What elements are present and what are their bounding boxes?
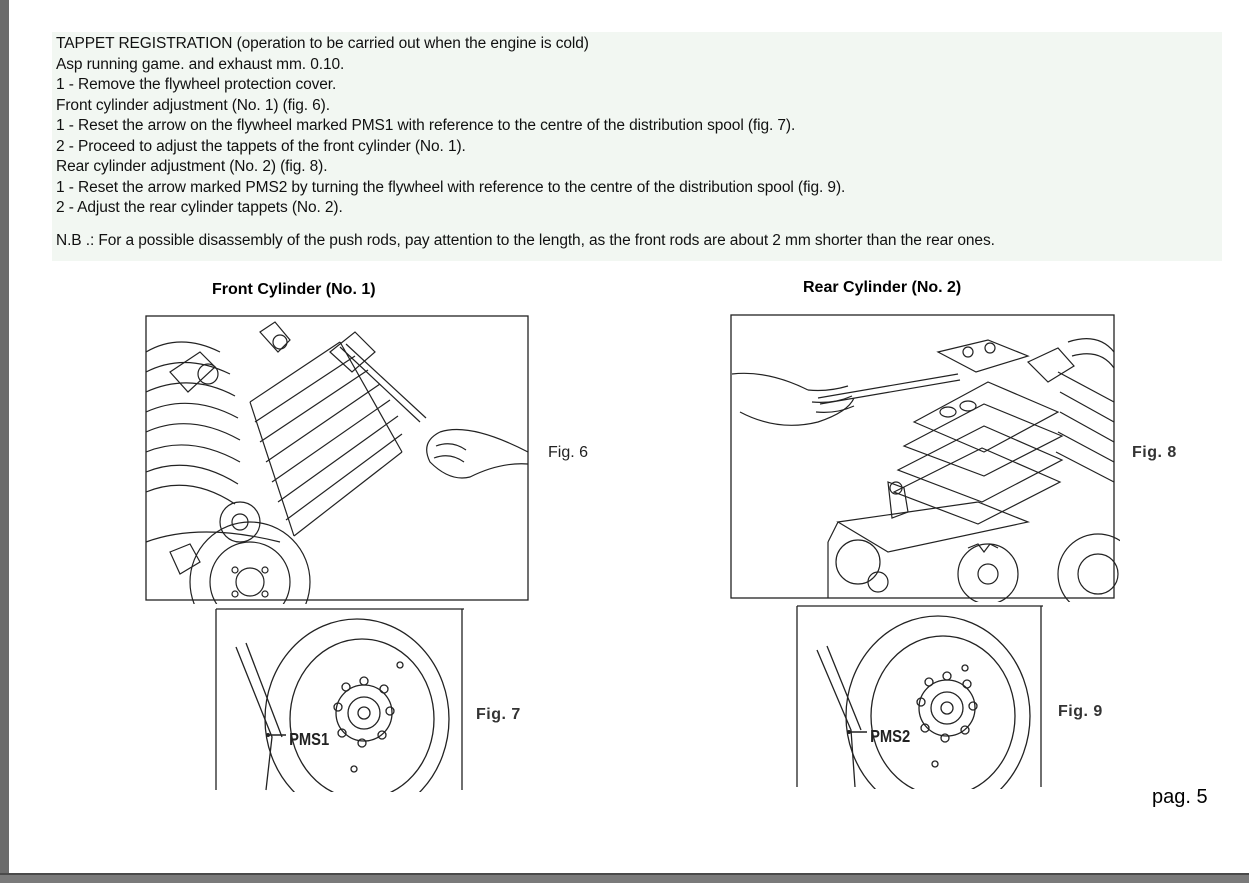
paragraph-line: 2 - Proceed to adjust the tappets of the… — [56, 137, 466, 155]
pms2-marker: PMS2 — [870, 727, 910, 747]
instructions-text-block: TAPPET REGISTRATION (operation to be car… — [52, 32, 1222, 261]
viewer-bottom-border — [0, 873, 1249, 883]
paragraph-line: 1 - Reset the arrow marked PMS2 by turni… — [56, 178, 846, 196]
fig8-rear-cylinder-illustration — [728, 312, 1120, 602]
paragraph-line: Front cylinder adjustment (No. 1) (fig. … — [56, 96, 330, 114]
page-number: pag. 5 — [1152, 786, 1208, 808]
fig9-flywheel-pms2-illustration: PMS2 — [793, 604, 1048, 789]
paragraph-line: 1 - Remove the flywheel protection cover… — [56, 76, 337, 93]
fig9-label: Fig. 9 — [1058, 703, 1103, 720]
front-cylinder-title: Front Cylinder (No. 1) — [212, 281, 376, 298]
paragraph-line: 1 - Reset the arrow on the flywheel mark… — [56, 117, 796, 134]
paragraph-line: Asp running game. and exhaust mm. 0.10. — [56, 55, 345, 73]
fig7-label: Fig. 7 — [476, 706, 521, 723]
paragraph-line: Rear cylinder adjustment (No. 2) (fig. 8… — [56, 158, 328, 175]
fig7-flywheel-pms1-illustration: PMS1 — [212, 607, 467, 792]
viewer-left-border — [0, 0, 9, 883]
fig6-front-cylinder-illustration — [140, 312, 532, 604]
fig8-label: Fig. 8 — [1132, 444, 1177, 461]
paragraph-heading: TAPPET REGISTRATION (operation to be car… — [56, 35, 589, 52]
rear-cylinder-title: Rear Cylinder (No. 2) — [803, 279, 962, 296]
pms1-marker: PMS1 — [289, 730, 329, 750]
paragraph-line: 2 - Adjust the rear cylinder tappets (No… — [56, 199, 343, 216]
fig6-label: Fig. 6 — [548, 444, 589, 461]
note-line: N.B .: For a possible disassembly of the… — [56, 231, 995, 249]
